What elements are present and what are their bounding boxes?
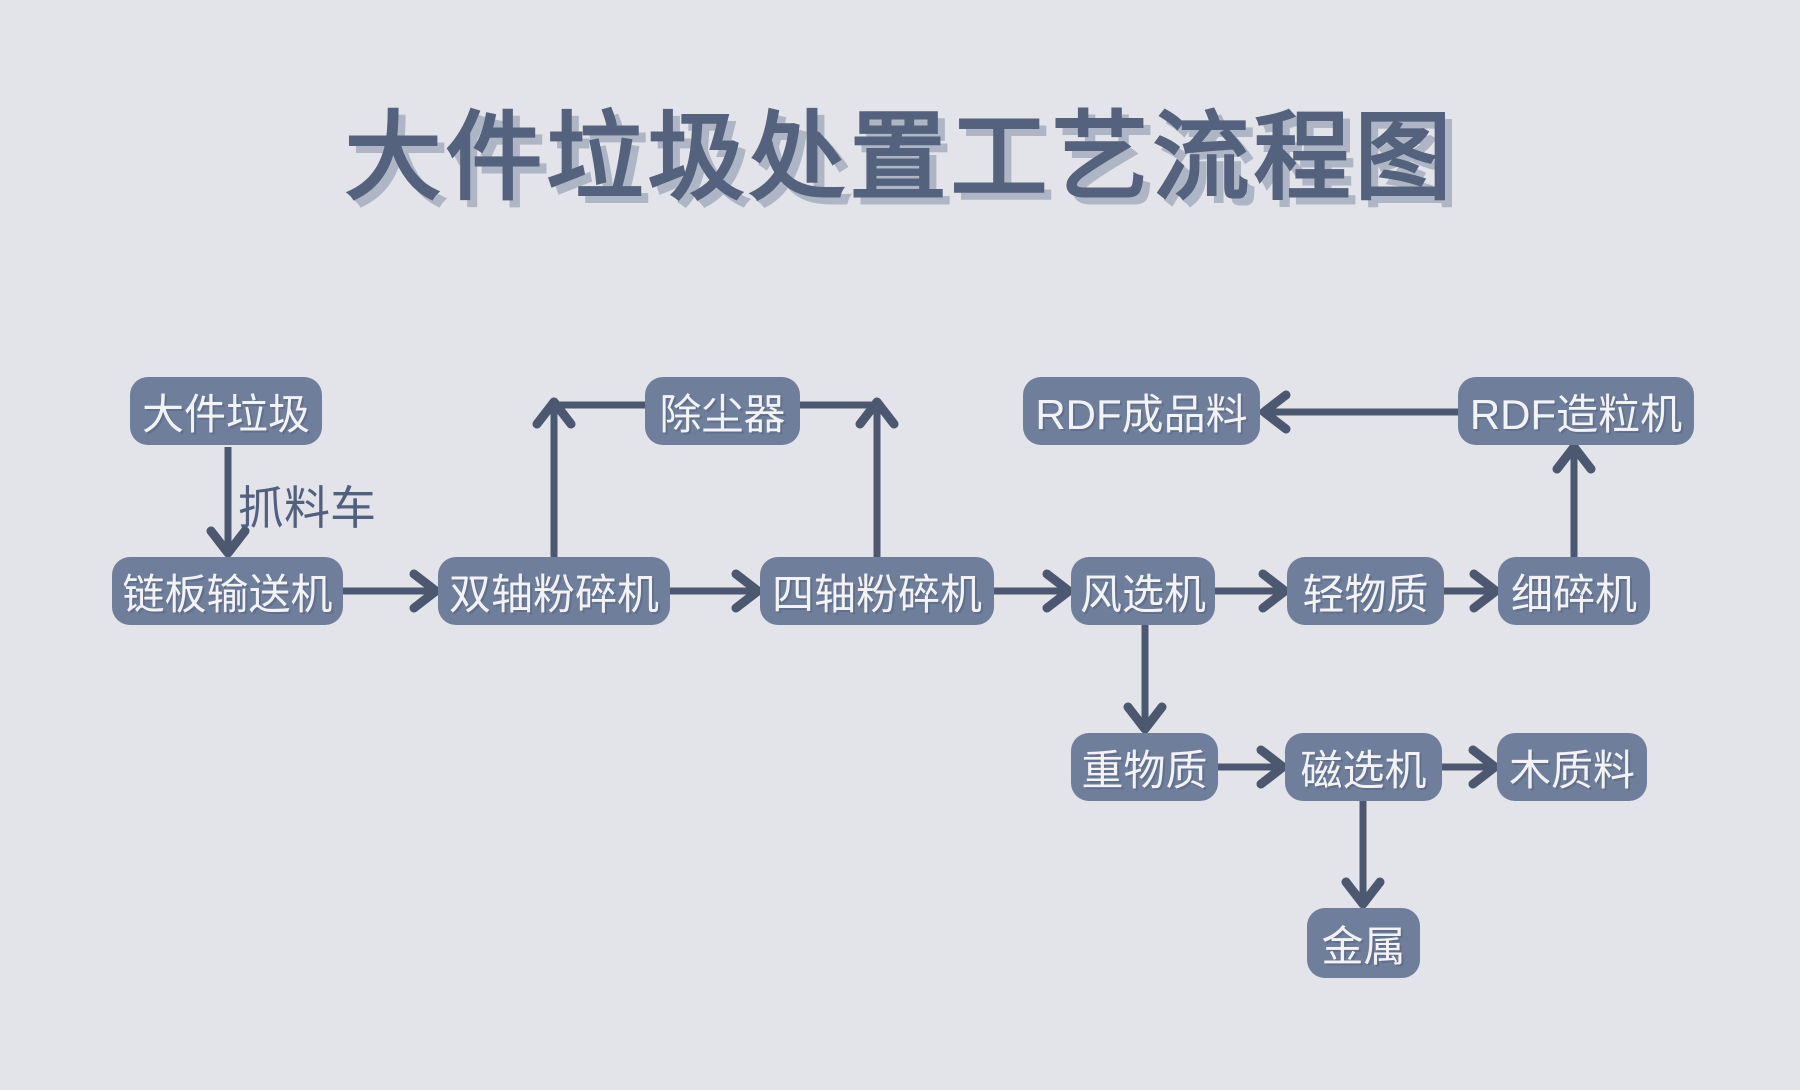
node-magnetic-separator: 磁选机 [1285, 733, 1442, 801]
page-title: 大件垃圾处置工艺流程图 [344, 103, 1456, 212]
node-rdf-granulator: RDF造粒机 [1458, 377, 1694, 445]
node-twin-shaft-shredder: 双轴粉碎机 [438, 557, 670, 625]
node-wood-material: 木质料 [1497, 733, 1647, 801]
node-fine-crusher: 细碎机 [1498, 557, 1650, 625]
node-heavy-material: 重物质 [1071, 733, 1218, 801]
node-light-material: 轻物质 [1287, 557, 1444, 625]
node-chain-conveyor: 链板输送机 [112, 557, 343, 625]
node-dust-collector: 除尘器 [645, 377, 800, 445]
node-metal: 金属 [1307, 908, 1420, 978]
edge-label-grab-truck: 抓料车 [238, 482, 376, 534]
node-air-separator: 风选机 [1071, 557, 1215, 625]
node-bulky-waste: 大件垃圾 [130, 377, 322, 445]
node-rdf-product: RDF成品料 [1023, 377, 1260, 445]
node-four-shaft-shredder: 四轴粉碎机 [760, 557, 994, 625]
